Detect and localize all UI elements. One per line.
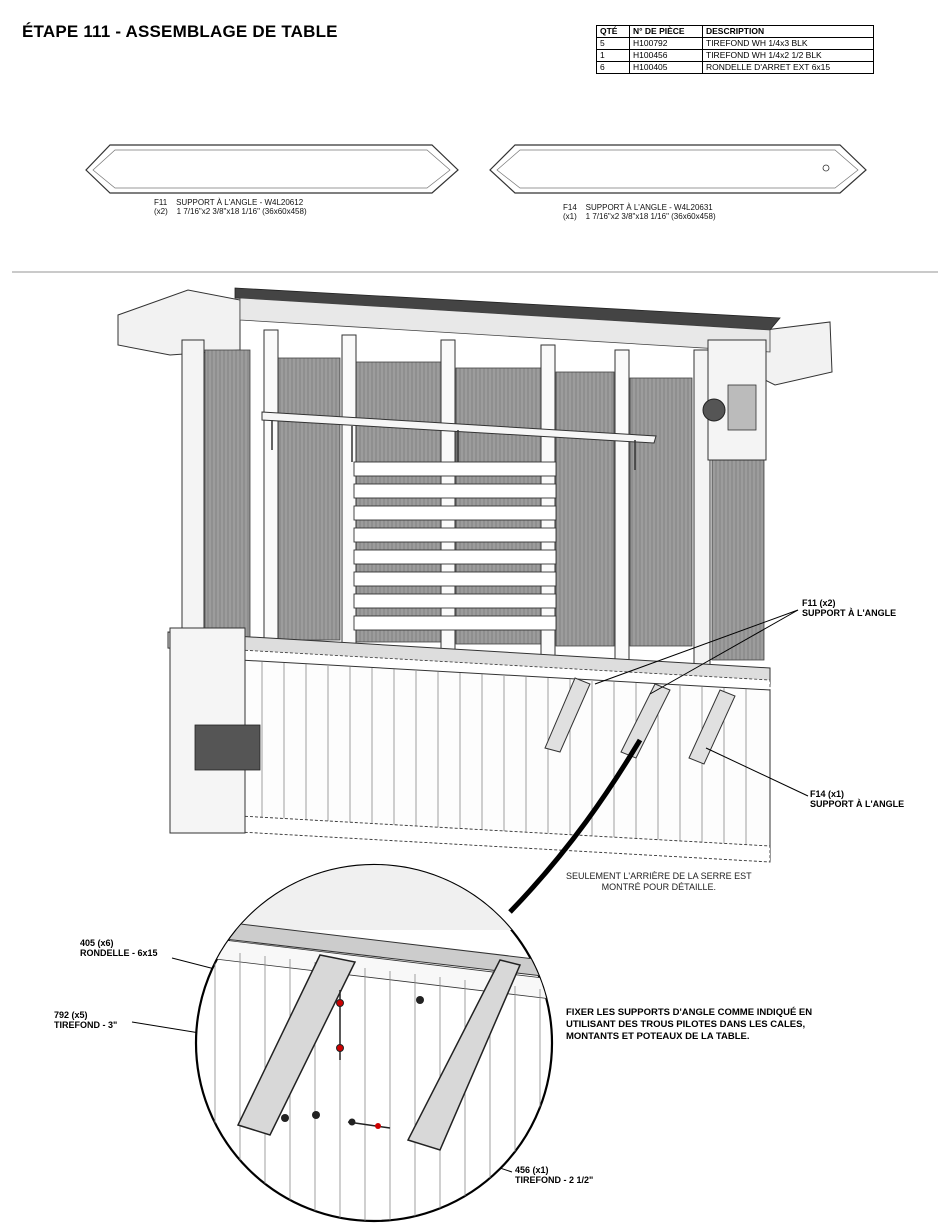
callout-f11: F11 (x2) SUPPORT À L'ANGLE	[802, 598, 897, 618]
part-f11-dimensions: (x2) 1 7/16"x2 3/8"x18 1/16" (36x60x458)	[154, 207, 307, 216]
callout-screw-3in: 792 (x5) TIREFOND - 3"	[54, 1010, 118, 1030]
parts-table-header: QTÉ N° DE PIÈCE DESCRIPTION	[596, 25, 874, 38]
part-f14-drawing	[489, 144, 867, 194]
callout-washer: 405 (x6) RONDELLE - 6x15	[80, 938, 158, 958]
table-row: 1 H100456 TIREFOND WH 1/4x2 1/2 BLK	[596, 49, 874, 62]
callout-f14: F14 (x1) SUPPORT À L'ANGLE	[810, 789, 905, 809]
note-rear-only: SEULEMENT L'ARRIÈRE DE LA SERRE EST MONT…	[566, 871, 752, 892]
callout-screw-2-5in: 456 (x1) TIREFOND - 2 1/2"	[515, 1165, 594, 1185]
part-f11-drawing	[85, 144, 459, 194]
zoom-pointer	[508, 738, 643, 914]
greenhouse-assembly	[117, 287, 833, 863]
detail-zoom-circle	[194, 863, 554, 1223]
parts-table: QTÉ N° DE PIÈCE DESCRIPTION 5 H100792 TI…	[596, 25, 874, 74]
assembly-instruction: FIXER LES SUPPORTS D'ANGLE COMME INDIQUÉ…	[566, 1007, 813, 1042]
part-f14-label: F14 SUPPORT À L'ANGLE - W4L20631	[563, 203, 713, 212]
part-f11-label: F11 SUPPORT À L'ANGLE - W4L20612	[154, 198, 304, 207]
page-title: ÉTAPE 111 - ASSEMBLAGE DE TABLE	[22, 22, 338, 41]
table-row: 6 H100405 RONDELLE D'ARRET EXT 6x15	[596, 61, 874, 74]
part-f14-dimensions: (x1) 1 7/16"x2 3/8"x18 1/16" (36x60x458)	[563, 212, 716, 221]
table-cell: RONDELLE D'ARRET EXT 6x15	[702, 61, 874, 74]
